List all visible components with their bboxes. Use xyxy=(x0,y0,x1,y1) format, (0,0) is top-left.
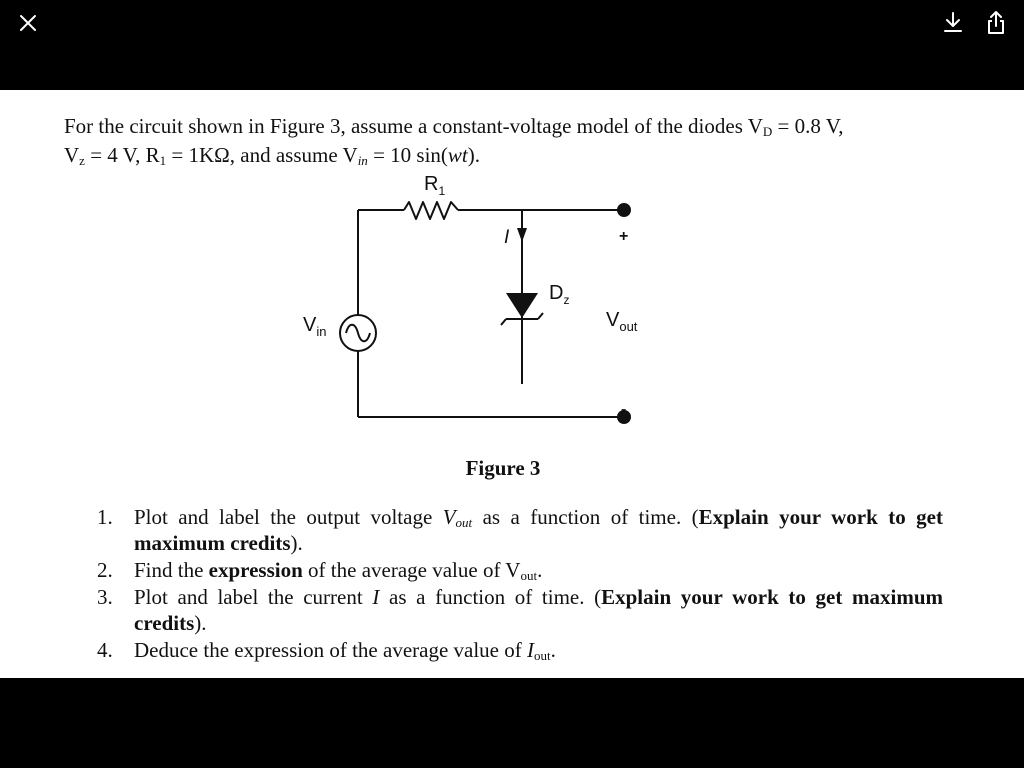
question-1: 1.Plot and label the output voltage Vout… xyxy=(97,505,943,555)
download-icon[interactable] xyxy=(936,6,970,40)
question-3: 3.Plot and label the current I as a func… xyxy=(97,585,943,635)
vout-label: Vout xyxy=(606,309,638,334)
problem-statement: For the circuit shown in Figure 3, assum… xyxy=(64,114,844,168)
share-icon[interactable] xyxy=(979,6,1013,40)
zener-bend-left xyxy=(500,318,507,326)
source-circle xyxy=(339,314,377,352)
terminal-bottom xyxy=(617,410,631,424)
viewer-top-bar xyxy=(0,0,1024,90)
vin-label: Vin xyxy=(303,314,326,339)
circuit-diagram: R1 I Dz Vin Vout + - xyxy=(303,173,638,424)
question-list: 1.Plot and label the output voltage Vout… xyxy=(97,504,943,664)
document-page: For the circuit shown in Figure 3, assum… xyxy=(0,90,1024,678)
zener-bend-right xyxy=(537,312,544,320)
plus-sign: + xyxy=(619,228,628,245)
close-icon[interactable] xyxy=(11,6,45,40)
zener-triangle xyxy=(506,293,538,318)
viewer-bottom-bar xyxy=(0,678,1024,768)
source-sine xyxy=(345,323,371,343)
current-arrow xyxy=(517,228,527,242)
question-2: 2.Find the expression of the average val… xyxy=(97,558,543,583)
figure-caption: Figure 3 xyxy=(465,456,541,480)
question-4: 4.Deduce the expression of the average v… xyxy=(97,638,556,663)
resistor-r1 xyxy=(403,201,459,220)
current-label: I xyxy=(504,227,510,248)
r1-label: R1 xyxy=(424,173,445,198)
terminal-top xyxy=(617,203,631,217)
diode-label: Dz xyxy=(549,282,569,307)
minus-sign: - xyxy=(621,401,626,418)
